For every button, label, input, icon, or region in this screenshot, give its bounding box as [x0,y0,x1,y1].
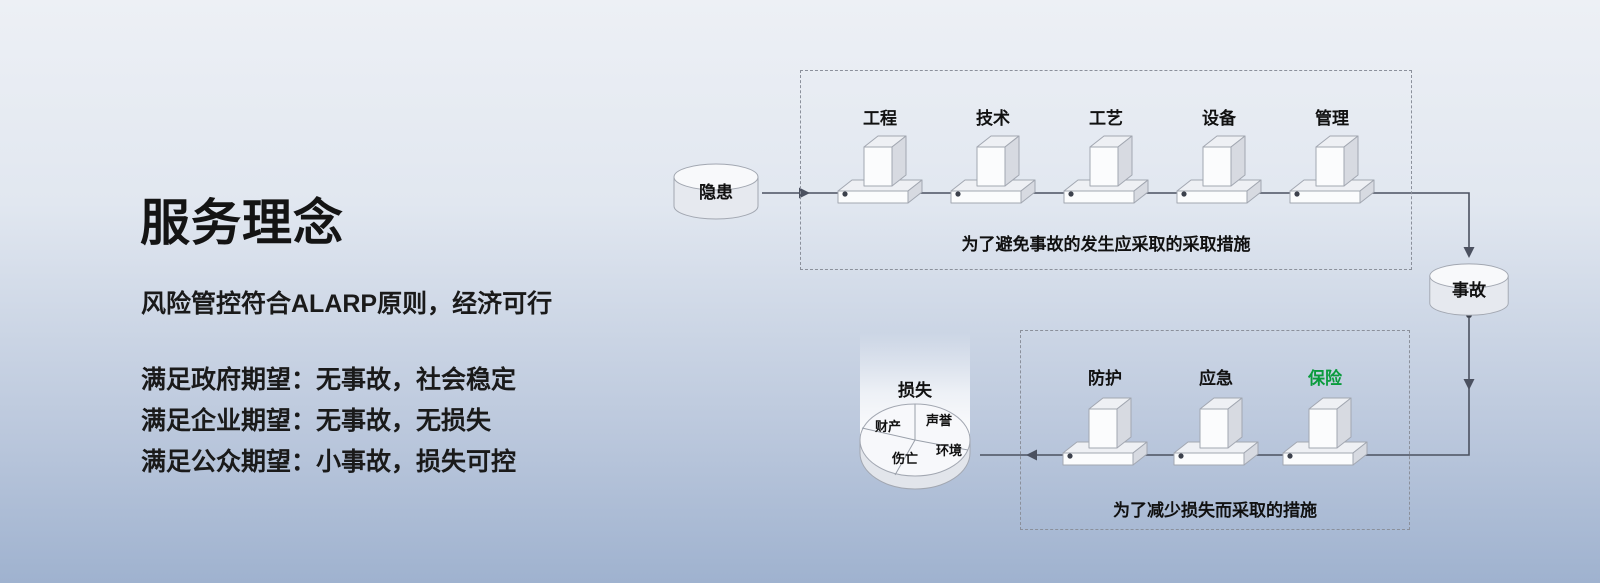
barrier-block [1289,135,1375,204]
barrier-block [1062,397,1148,466]
loss-segment-property: 财产 [875,419,901,434]
barrier-block [1173,397,1259,466]
barrier-label-management: 管理 [1315,109,1349,128]
page-title: 服务理念 [140,195,344,251]
barrier-label-process: 工艺 [1089,109,1123,128]
expectation-line-enterprise: 满足企业期望：无事故，无损失 [141,407,492,435]
expectation-line-government: 满足政府期望：无事故，社会稳定 [141,366,517,394]
barrier-block [950,135,1036,204]
barrier-block [1063,135,1149,204]
barrier-label-equipment: 设备 [1202,109,1236,128]
loss-segment-reputation: 声誉 [925,413,953,428]
accident-label: 事故 [1452,281,1486,300]
loss-pie-cylinder: 财产 声誉 伤亡 环境 [859,403,971,490]
barrier-label-emergency: 应急 [1199,369,1233,388]
prevention-caption: 为了避免事故的发生应采取的采取措施 [961,235,1251,254]
subtitle: 风险管控符合ALARP原则，经济可行 [141,290,553,318]
loss-label: 损失 [898,381,932,400]
barrier-block [1176,135,1262,204]
arrow-down-icon [1463,379,1475,390]
barrier-block [837,135,923,204]
barrier-label-insurance: 保险 [1308,369,1342,388]
barrier-block [1282,397,1368,466]
hazard-label: 隐患 [699,183,733,202]
barrier-label-technology: 技术 [976,109,1010,128]
barrier-label-protection: 防护 [1088,369,1122,388]
expectations-list: 满足政府期望：无事故，社会稳定 满足企业期望：无事故，无损失 满足公众期望：小事… [141,360,516,483]
loss-segment-casualty: 伤亡 [891,451,918,466]
pie-divider-lines [861,404,969,476]
barrier-label-engineering: 工程 [863,109,897,128]
arrow-down-icon [1463,247,1475,258]
loss-segment-environment: 环境 [936,443,962,458]
mitigation-box [1020,330,1410,530]
prevention-box [800,70,1412,270]
mitigation-caption: 为了减少损失而采取的措施 [1113,501,1317,520]
expectation-line-public: 满足公众期望：小事故，损失可控 [141,448,517,476]
